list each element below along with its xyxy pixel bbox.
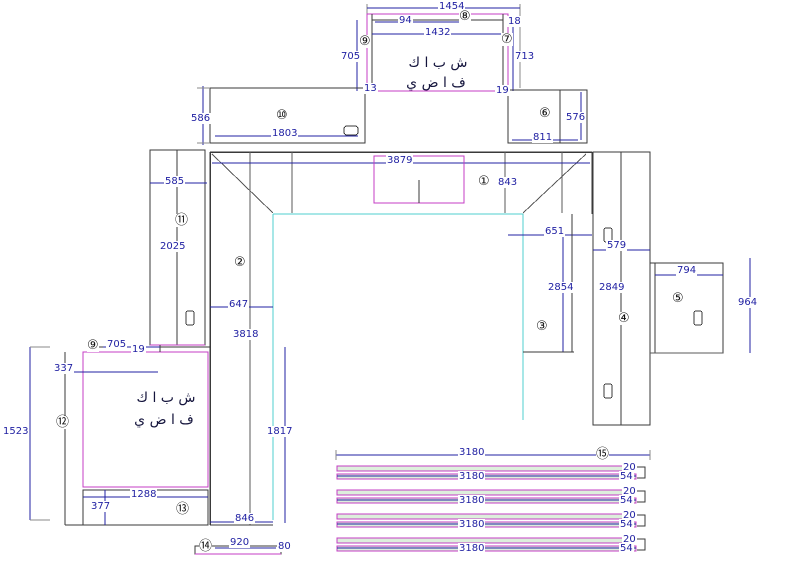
dim-strips-length-main: 3180 — [458, 447, 486, 458]
dim-top-window-overall: 1454 — [438, 1, 466, 12]
dim-counter-left-height: 3818 — [232, 329, 260, 340]
dim-col4-depth: 579 — [606, 240, 628, 251]
dim-strip1-length: 3180 — [458, 471, 486, 482]
dim-strip3-depth: 54 — [619, 519, 634, 530]
balloon-10: ⑩ — [276, 108, 288, 123]
top-window-arabic-line1: ش ب ا ك — [408, 55, 468, 71]
balloon-12: ⑫ — [56, 415, 70, 430]
balloon-13: ⑬ — [176, 502, 190, 517]
dim-strip2-depth: 54 — [619, 495, 634, 506]
dim-top-window-inset: 94 — [398, 15, 413, 26]
dim-cab10-width: 1803 — [271, 128, 299, 139]
dim-bot-window-top: 705 — [106, 339, 128, 350]
balloon-3: ③ — [536, 319, 548, 334]
dim-col4-height: 2849 — [598, 282, 626, 293]
dim-strip1-thickness: 20 — [622, 462, 637, 473]
dim-bar14-length: 920 — [229, 537, 251, 548]
dim-counter-back: 3879 — [386, 155, 414, 166]
dim-bot-window-height: 1523 — [2, 426, 30, 437]
dim-strip4-length: 3180 — [458, 543, 486, 554]
dim-top-window-right-off: 19 — [495, 85, 510, 96]
dim-top-window-left-off: 13 — [363, 83, 378, 94]
dim-top-window-inner: 1432 — [424, 27, 452, 38]
cabinet-5-shape — [650, 258, 751, 354]
dim-counter-left-depth: 647 — [228, 299, 250, 310]
dim-cab13-left: 377 — [90, 501, 112, 512]
dim-col3-height: 2854 — [547, 282, 575, 293]
bottom-window-arabic-line2: ف ا ض ي — [134, 412, 194, 428]
dim-counter-left-width: 846 — [234, 513, 256, 524]
dim-top-window-left-h: 705 — [340, 51, 362, 62]
dim-strip3-thickness: 20 — [622, 510, 637, 521]
dim-col11-height: 2025 — [159, 241, 187, 252]
dim-cab5-height: 964 — [737, 297, 759, 308]
balloon-6: ⑥ — [539, 106, 551, 121]
dim-strip2-thickness: 20 — [622, 486, 637, 497]
balloon-5: ⑤ — [672, 291, 684, 306]
dim-counter-left-inner: 1817 — [266, 426, 294, 437]
balloon-9-bottom: ⑨ — [87, 338, 99, 353]
top-window-shape — [356, 4, 521, 92]
balloon-4: ④ — [618, 311, 630, 326]
dim-strip2-length: 3180 — [458, 495, 486, 506]
balloon-11: ⑪ — [175, 213, 189, 228]
dim-cab5-width: 794 — [676, 265, 698, 276]
dim-counter-back-depth: 843 — [497, 177, 519, 188]
dim-counter-right-top: 651 — [544, 226, 566, 237]
top-window-arabic-line2: ف ا ض ي — [406, 75, 466, 91]
dim-cab6-depth: 576 — [565, 112, 587, 123]
dim-strip3-length: 3180 — [458, 519, 486, 530]
dim-bot-window-left: 337 — [53, 363, 75, 374]
dim-cab10-depth: 586 — [190, 113, 212, 124]
dim-cab13-width: 1288 — [130, 489, 158, 500]
balloon-1: ① — [478, 174, 490, 189]
balloon-8: ⑧ — [459, 9, 471, 24]
balloon-15: ⑮ — [596, 447, 610, 462]
dim-col11-top: 585 — [164, 176, 186, 187]
strips-15-shape — [335, 450, 651, 552]
dim-top-window-right-h: 713 — [514, 51, 536, 62]
bottom-window-arabic-line1: ش ب ا ك — [136, 390, 196, 406]
dim-top-window-gap: 18 — [507, 16, 522, 27]
balloon-14: ⑭ — [199, 539, 213, 554]
balloon-7: ⑦ — [501, 32, 513, 47]
balloon-9: ⑨ — [359, 34, 371, 49]
dim-cab6-width: 811 — [532, 132, 554, 143]
dim-bot-window-gap: 19 — [131, 344, 146, 355]
dim-strip1-depth: 54 — [619, 471, 634, 482]
dim-strip4-depth: 54 — [619, 543, 634, 554]
dim-bar14-width: 80 — [277, 541, 292, 552]
dim-strip4-thickness: 20 — [622, 534, 637, 545]
balloon-2: ② — [234, 255, 246, 270]
